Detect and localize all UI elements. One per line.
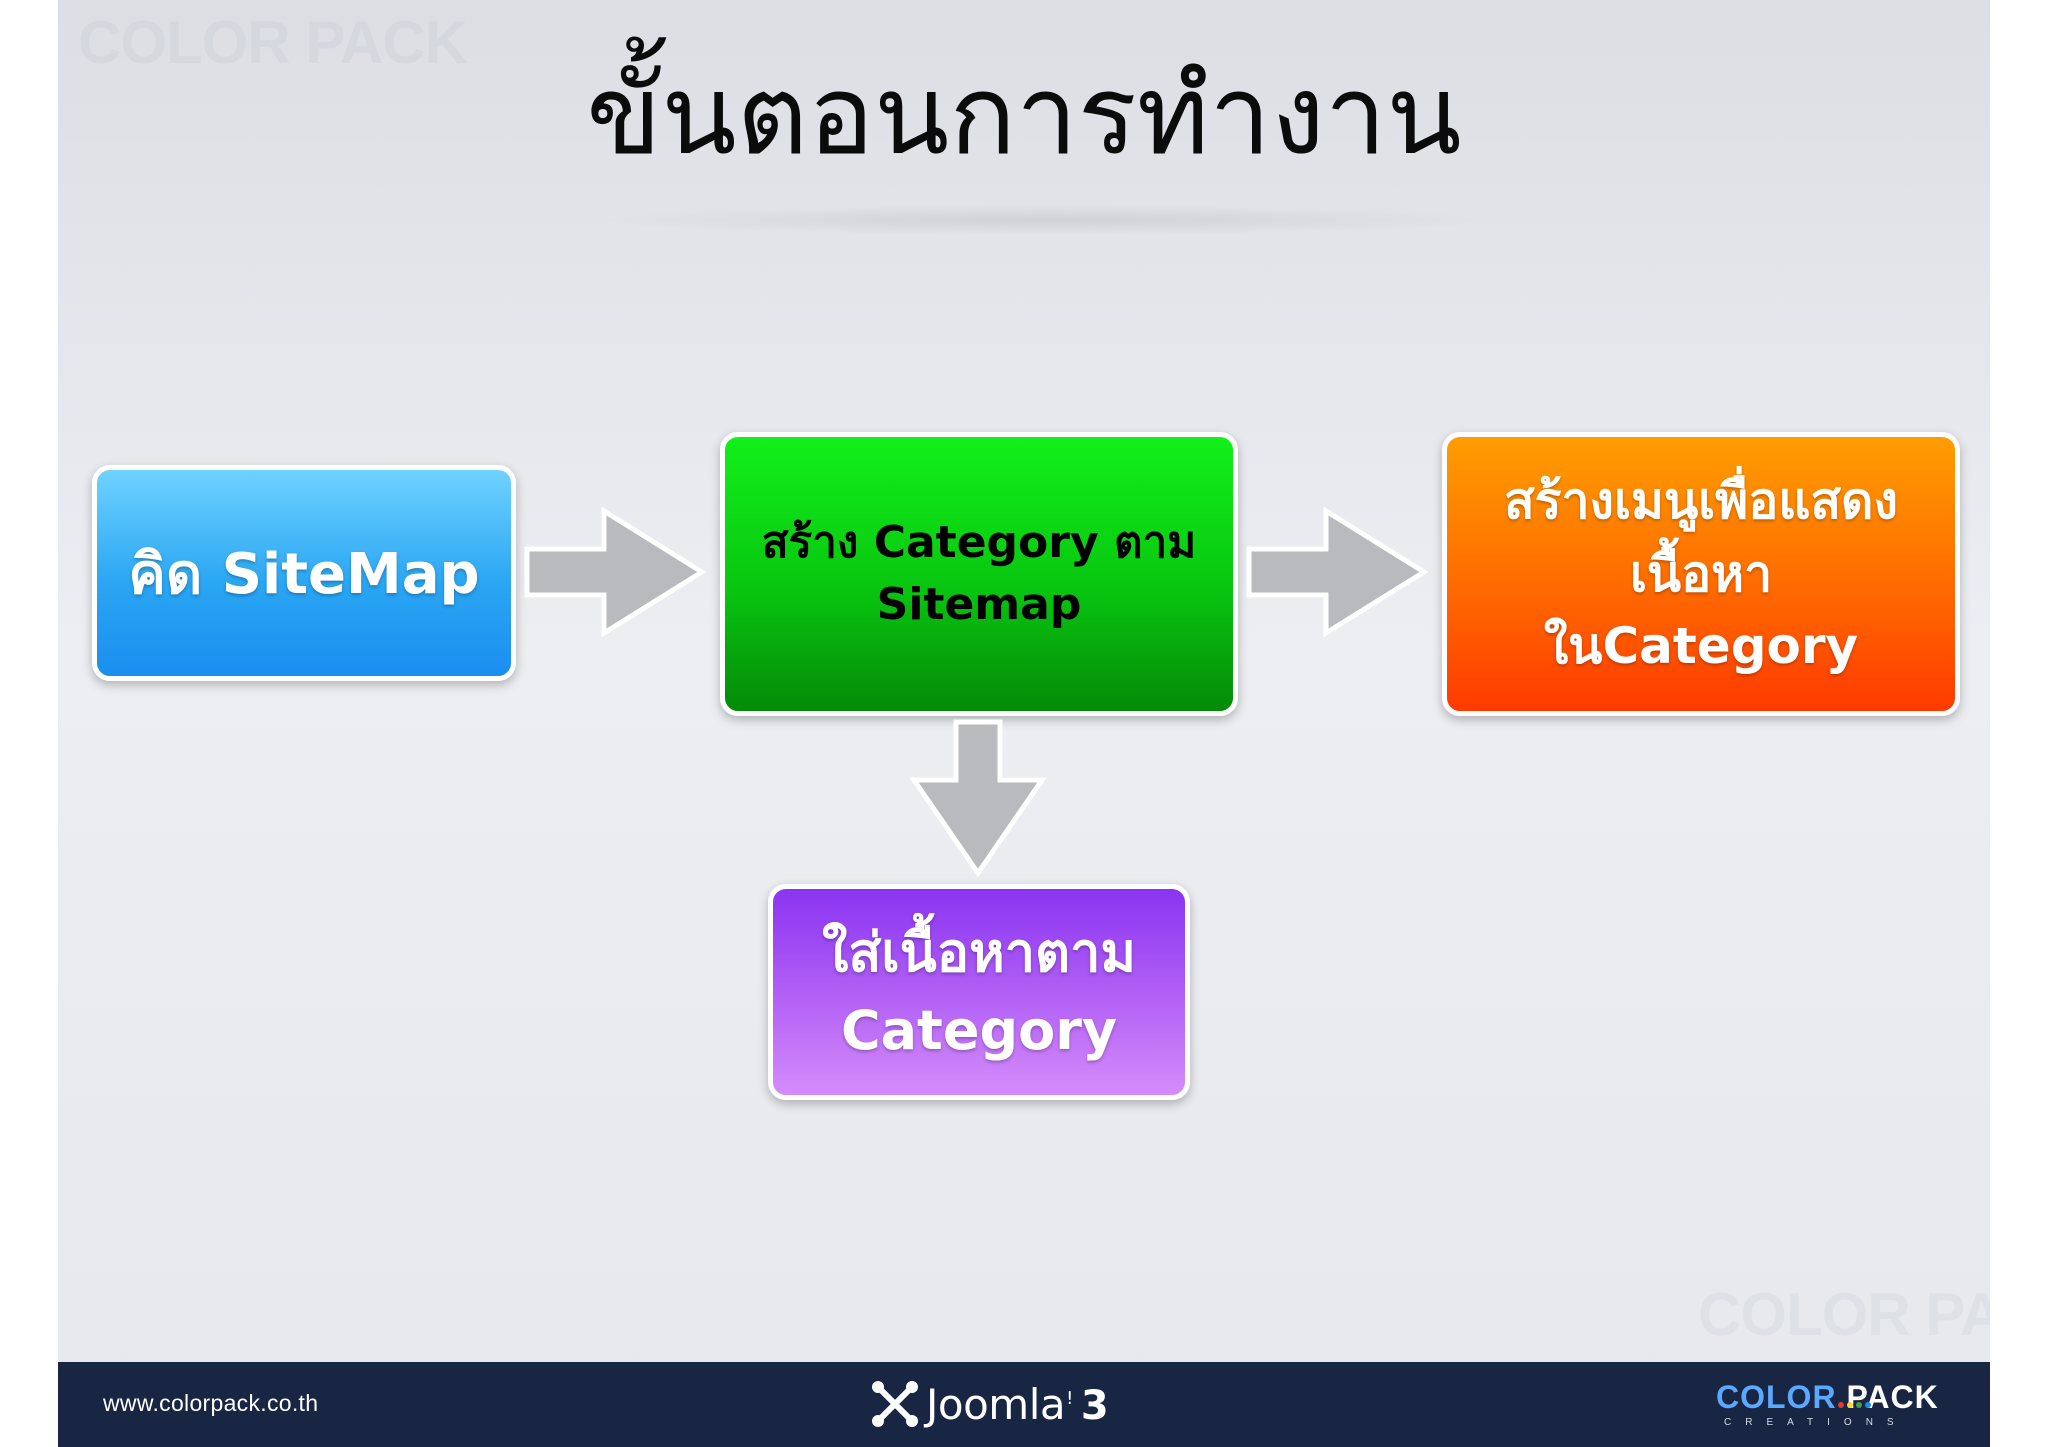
title-reflection [598,205,1498,235]
slide-canvas: COLOR PACK COLOR PACK ขั้นตอนการทำงาน คิ… [58,0,1990,1447]
step-create-category-line2: Sitemap [876,579,1082,630]
step-create-menu-line2: เนื้อหา [1629,544,1773,603]
step-think-sitemap-label: คิด SiteMap [128,541,480,607]
step-add-content-line1: ใส่เนื้อหาตาม [821,920,1137,984]
step-create-menu-box: สร้างเมนูเพื่อแสดง เนื้อหา ในCategory [1442,432,1960,716]
joomla-icon [872,1381,918,1427]
step-think-sitemap-box: คิด SiteMap [92,465,516,681]
arrow-right-icon [524,506,707,638]
watermark-top: COLOR PACK [78,9,468,76]
arrow-down-icon [909,719,1047,878]
step-add-content-line2: Category [840,999,1118,1062]
step-create-category-box: สร้าง Category ตาม Sitemap [720,432,1238,716]
arrow-right-icon [1246,506,1429,638]
footer-website-link[interactable]: www.colorpack.co.th [103,1390,319,1416]
colorpack-dots-icon [1838,1402,1871,1408]
colorpack-logo: COLOR PACK CREATIONS [1716,1379,1939,1428]
watermark-bottom: COLOR PACK [1698,1281,1990,1348]
joomla-logo: Joomla!3 [870,1376,1109,1432]
slide-title: ขั้นตอนการทำงาน [586,51,1462,179]
step-create-category-line1: สร้าง Category ตาม [761,517,1197,569]
joomla-wordmark: Joomla!3 [926,1379,1109,1429]
step-create-menu-line3: ในCategory [1543,617,1859,676]
step-add-content-box: ใส่เนื้อหาตาม Category [768,884,1190,1100]
step-create-menu-line1: สร้างเมนูเพื่อแสดง [1504,472,1898,531]
footer-bar: www.colorpack.co.th Joomla!3 COLOR PACK … [58,1362,1990,1447]
